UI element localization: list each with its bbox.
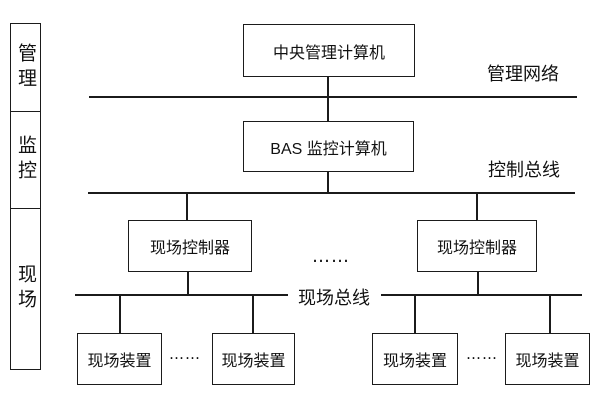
field-controller-left-label: 现场控制器: [149, 240, 230, 257]
control-bus-line: [88, 192, 575, 194]
connector-field-bus-to-device-2: [252, 295, 254, 333]
connector-central-to-bas: [327, 77, 329, 121]
field-device-node-2: 现场装置: [212, 333, 295, 385]
connector-controller-right-to-field-bus: [477, 272, 479, 295]
controllers-ellipsis: ……: [312, 246, 350, 267]
connector-field-bus-to-device-3: [414, 295, 416, 333]
layer-supervision-label: 监控: [15, 135, 36, 185]
field-controller-node-left: 现场控制器: [128, 220, 252, 272]
field-bus-line-right: [381, 294, 582, 296]
management-network-label: 管理网络: [487, 64, 559, 84]
field-device-4-label: 现场装置: [515, 353, 580, 370]
bas-computer-label: BAS 监控计算机: [270, 140, 387, 158]
bas-computer-node: BAS 监控计算机: [243, 121, 414, 172]
field-device-3-label: 现场装置: [382, 353, 447, 370]
control-bus-label: 控制总线: [488, 160, 560, 180]
central-computer-label: 中央管理计算机: [272, 44, 385, 62]
field-device-1-label: 现场装置: [87, 353, 152, 370]
layer-sidebar: 管理 监控 现场: [10, 23, 41, 370]
layer-supervision: 监控: [11, 111, 40, 208]
central-computer-node: 中央管理计算机: [243, 24, 415, 77]
connector-bus-to-controller-left: [186, 193, 188, 220]
field-controller-node-right: 现场控制器: [417, 220, 537, 272]
layer-management-label: 管理: [15, 42, 36, 93]
devices-left-ellipsis: ……: [169, 345, 201, 363]
connector-field-bus-to-device-1: [119, 295, 121, 333]
management-network-line: [89, 96, 577, 98]
connector-controller-left-to-field-bus: [187, 272, 189, 295]
field-controller-right-label: 现场控制器: [436, 240, 517, 257]
field-device-2-label: 现场装置: [221, 353, 286, 370]
layer-field-label: 现场: [15, 264, 36, 314]
field-device-node-4: 现场装置: [505, 333, 590, 385]
field-device-node-1: 现场装置: [77, 333, 162, 385]
field-bus-label: 现场总线: [298, 288, 370, 308]
field-bus-line-left: [75, 294, 288, 296]
layer-field: 现场: [11, 208, 40, 369]
connector-field-bus-to-device-4: [549, 295, 551, 333]
field-device-node-3: 现场装置: [372, 333, 458, 385]
layer-management: 管理: [11, 24, 40, 111]
connector-bas-to-control-bus: [327, 172, 329, 193]
connector-bus-to-controller-right: [476, 193, 478, 220]
devices-right-ellipsis: ……: [466, 345, 498, 363]
